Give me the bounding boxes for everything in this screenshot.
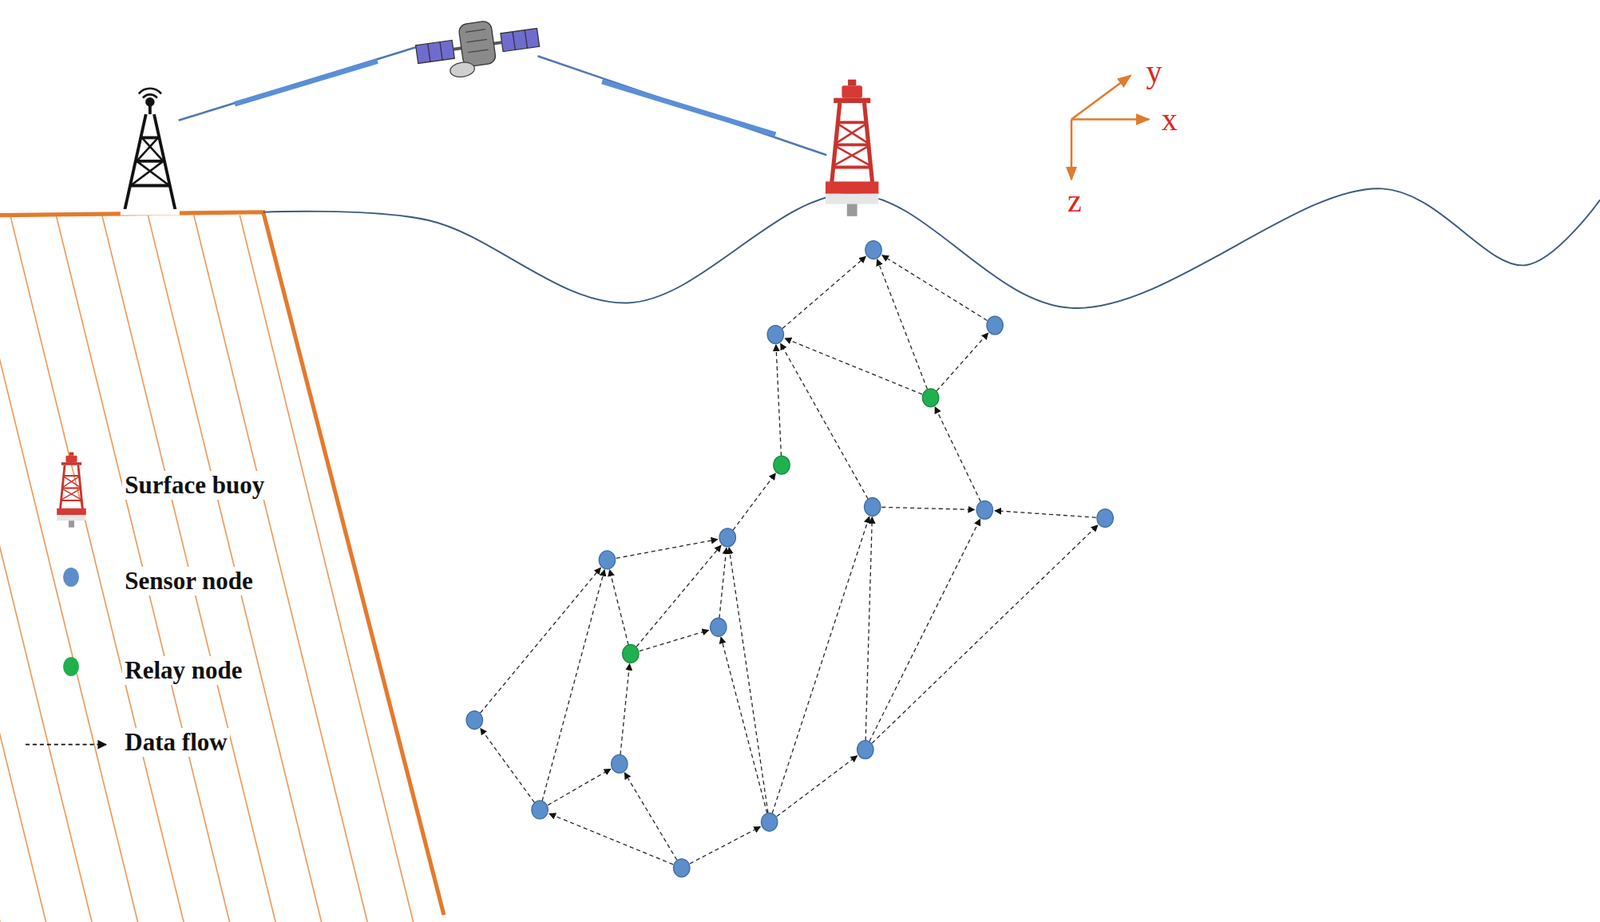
data-flow-line — [547, 768, 611, 805]
axis-label-z: z — [1067, 182, 1082, 220]
sensor-node — [767, 325, 784, 345]
axis-label-x: x — [1161, 100, 1178, 139]
relay-node — [622, 644, 639, 663]
coast-hatching — [0, 215, 598, 922]
data-flow-line — [776, 344, 782, 456]
legend-swatch — [63, 567, 80, 587]
data-flow-line — [772, 516, 870, 814]
sensor-node — [986, 316, 1003, 335]
sensor-network — [466, 241, 1113, 878]
legend-buoy-icon — [56, 452, 87, 528]
data-flow-line — [881, 506, 975, 510]
satellite-link — [538, 55, 828, 155]
sensor-node — [710, 617, 727, 637]
data-flow-line — [865, 517, 872, 741]
sensor-node — [598, 550, 615, 570]
sensor-node — [760, 812, 777, 832]
relay-node — [922, 388, 939, 408]
data-flow-line — [616, 539, 718, 559]
hatch-line — [423, 215, 597, 922]
surface-buoy — [825, 79, 879, 217]
data-flow-line — [934, 407, 981, 503]
sensor-node — [673, 859, 690, 878]
data-flow-line — [549, 813, 674, 865]
data-flow-line — [776, 756, 858, 817]
satellite — [413, 14, 543, 84]
data-flow-line — [719, 547, 727, 618]
satellite-link — [601, 81, 776, 135]
hatch-line — [102, 215, 276, 922]
hatch-line — [239, 215, 413, 922]
axes — [1071, 75, 1149, 180]
data-flow-line — [784, 338, 923, 395]
data-flow-line — [877, 259, 928, 390]
data-flow-line — [871, 525, 1098, 744]
data-flow-line — [780, 343, 869, 500]
relay-node — [773, 455, 790, 475]
sensor-node — [865, 241, 882, 260]
data-flow-line — [480, 728, 535, 803]
hatch-line — [377, 215, 551, 922]
legend-flow-sample — [25, 744, 107, 746]
axis-label-y: y — [1145, 52, 1162, 91]
data-flow-line — [728, 547, 769, 813]
legend-text: Relay node — [122, 656, 245, 686]
data-flow-line — [936, 332, 988, 392]
data-flow-line — [732, 473, 776, 531]
data-flow-line — [639, 629, 709, 651]
hatch-line — [0, 215, 92, 922]
data-flow-line — [720, 637, 768, 814]
hatch-line — [285, 215, 460, 922]
sensor-node — [857, 740, 874, 760]
data-flow-line — [782, 256, 866, 329]
satellite-link — [234, 61, 378, 105]
sensor-node — [976, 500, 993, 519]
hatch-line — [0, 215, 47, 922]
data-flow-line — [994, 510, 1097, 519]
data-flow-line — [620, 664, 630, 756]
data-flow-line — [624, 772, 677, 860]
data-flow-line — [869, 518, 981, 742]
data-flow-line — [542, 570, 605, 802]
sensor-node — [466, 711, 483, 730]
legend-text: Surface buoy — [122, 471, 267, 500]
coastline — [0, 212, 444, 915]
data-flow-line — [689, 827, 761, 864]
hatch-line — [0, 215, 139, 922]
sensor-node — [611, 754, 628, 773]
satellite-link — [178, 45, 421, 120]
legend-text: Sensor node — [122, 566, 256, 596]
data-flow-line — [609, 570, 630, 646]
data-flow-line — [636, 545, 721, 647]
legend-text: Data flow — [122, 728, 230, 757]
data-flow-line — [480, 567, 602, 713]
sea-surface — [263, 188, 1600, 309]
legend-swatch — [63, 657, 80, 677]
radio-tower — [120, 88, 180, 216]
sensor-node — [864, 497, 881, 516]
data-flow-line — [882, 255, 987, 321]
sensor-node — [719, 528, 736, 547]
sensor-node — [1097, 509, 1113, 528]
sensor-node — [531, 800, 548, 820]
